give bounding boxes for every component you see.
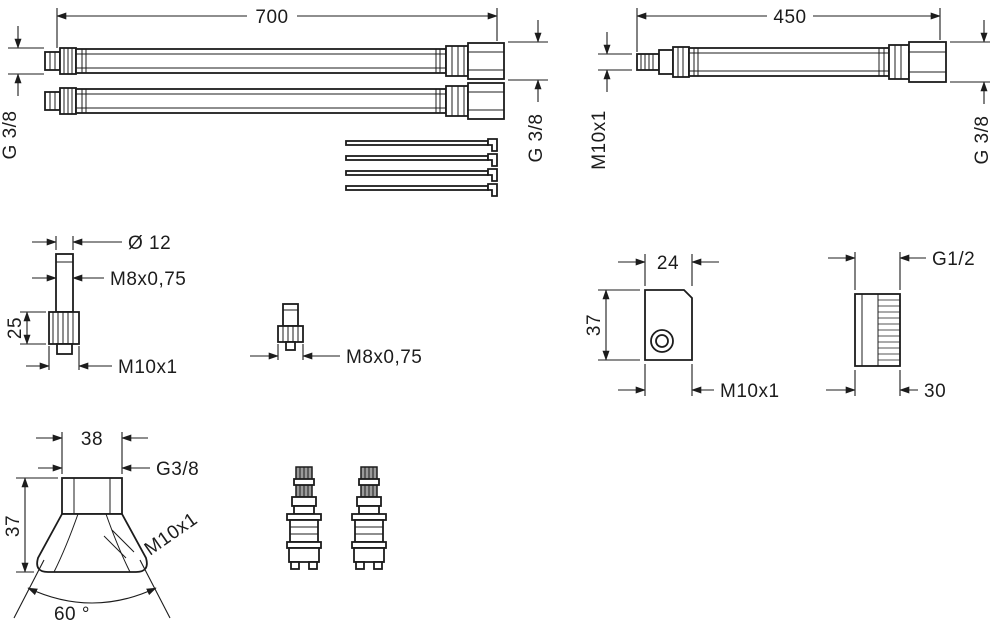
single-hose-assembly: 450 M10x1 G 3/8 [589,7,993,170]
male-thread-stub [636,53,660,71]
small-pin-thread-dimension: M8x0,75 [250,344,422,368]
single-hose-right-thread-callout: G 3/8 [950,20,993,164]
hose-pair-assembly: 700 G 3/8 G 3/8 [0,7,548,197]
sleeve-part: G1/2 30 [826,249,975,402]
hose-body [688,47,890,77]
pin-lower-thread-dimension: M10x1 [26,346,178,378]
small-pin-thread-label: M8x0,75 [346,347,422,368]
block-body [644,289,693,361]
fixing-rods [345,138,498,197]
pin-upper-thread-label: M8x0,75 [110,269,186,290]
sleeve-width-label: 30 [924,381,946,402]
sleeve-body [854,293,901,367]
pin-diameter-dimension: Ø 12 [32,233,171,254]
hose-nut [467,82,505,120]
single-hose-right-thread-label: G 3/8 [972,116,993,165]
cone-height-label: 37 [3,515,24,537]
small-pin-part: M8x0,75 [250,303,422,368]
block-width-label: 24 [657,253,679,274]
cone-part: 38 G3/8 37 M10x1 [3,429,202,625]
single-hose-left-thread-label: M10x1 [589,110,610,170]
block-height-dimension: 37 [584,289,640,361]
cone-side-thread-label: M10x1 [141,509,202,560]
cone-height-dimension: 37 [3,477,58,573]
cartridge-2 [351,466,387,570]
cartridge-1 [286,466,322,570]
small-pin-body [277,303,304,351]
braided-hose-1 [44,42,505,80]
hose-pair-right-thread-callout: G 3/8 [508,20,548,162]
hose-pair-length-dimension: 700 [56,7,498,48]
cone-body [36,477,148,573]
pin-height-label: 25 [5,317,26,339]
block-hole [650,329,674,353]
block-height-label: 37 [584,314,605,336]
hose-pair-length-label: 700 [255,7,288,28]
cone-width-dimension: 38 [36,429,148,474]
hose-nut [908,41,947,83]
hose-pair-right-thread-label: G 3/8 [526,114,547,163]
cartridge-pair [286,466,387,570]
cone-angle-dimension: 60 ° [13,559,171,625]
single-hose-body [636,41,947,83]
sleeve-thread-dimension: G1/2 [828,249,975,290]
cone-top-thread-dimension: G3/8 [38,459,199,480]
pin-upper-thread-dimension: M8x0,75 [32,269,186,290]
single-hose-left-thread-callout: M10x1 [589,32,632,170]
pin-body [48,253,80,355]
block-thread-dimension: M10x1 [618,364,780,402]
cone-top-thread-label: G3/8 [156,459,199,480]
cone-angle-label: 60 ° [54,604,90,625]
sleeve-thread-label: G1/2 [932,249,975,270]
adjuster-pin-part: Ø 12 M8x0,75 25 M10x1 [5,233,186,378]
hose-pair-left-thread-callout: G 3/8 [0,26,44,159]
cone-width-label: 38 [81,429,103,450]
pin-lower-thread-label: M10x1 [118,357,178,378]
hose-body [75,88,447,114]
braided-hose-2 [44,82,505,120]
hose-pair-left-thread-label: G 3/8 [0,111,21,160]
block-part: 24 37 M10x1 [584,253,780,402]
pin-height-dimension: 25 [5,311,46,345]
pin-diameter-label: Ø 12 [128,233,171,254]
single-hose-length-label: 450 [773,7,806,28]
sleeve-width-dimension: 30 [826,370,946,402]
block-thread-label: M10x1 [720,381,780,402]
single-hose-length-dimension: 450 [636,7,941,52]
block-width-dimension: 24 [618,253,719,286]
hose-nut [467,42,505,80]
hose-body [75,48,447,74]
